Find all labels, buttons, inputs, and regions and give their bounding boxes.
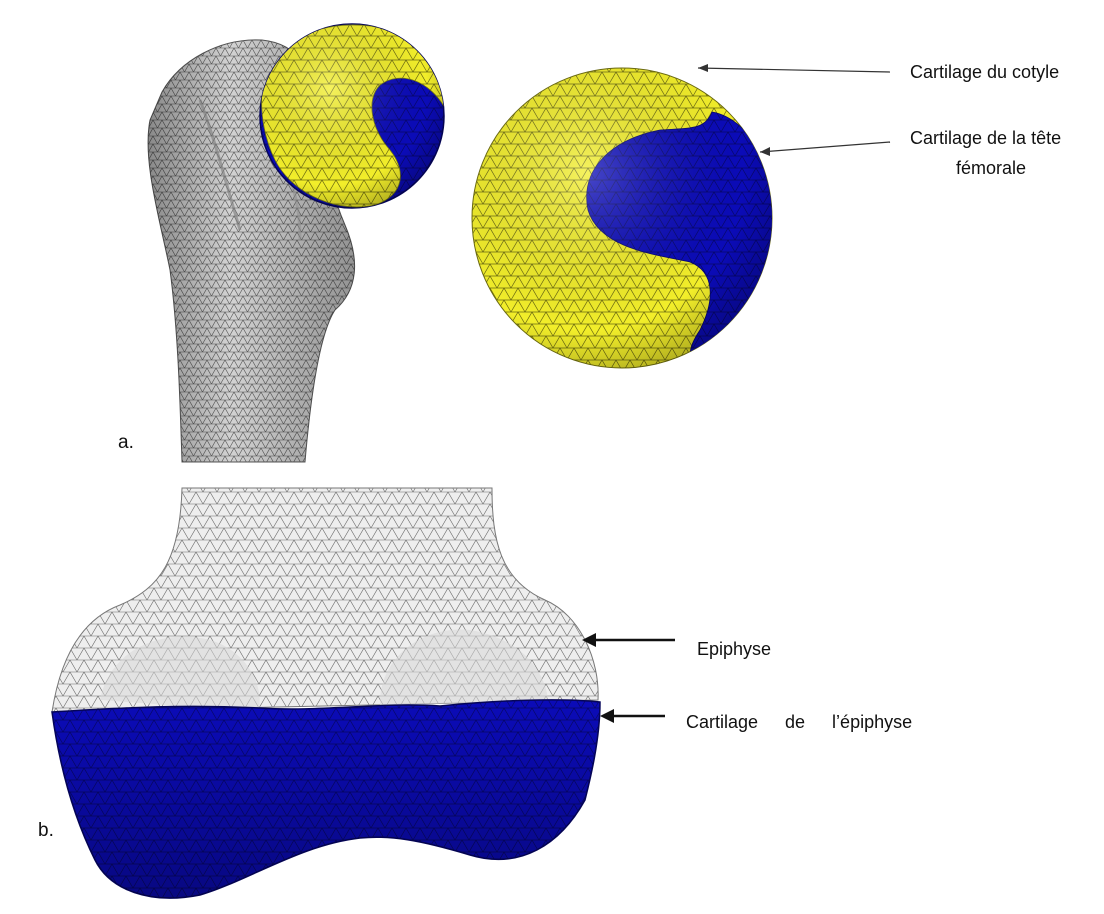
head-leader-line [760,142,890,152]
label-cartilage-epiphyse: Cartilage de l’épiphyse [686,710,912,734]
panel-b-letter: b. [38,820,54,842]
cotyle-arrowhead [698,64,708,72]
label-cartilage-cotyle: Cartilage du cotyle [910,60,1059,84]
head-arrowhead [760,147,770,156]
distal-femur [52,488,600,898]
label-cartilage-head-line2: fémorale [956,156,1026,180]
label-epiphyse: Epiphyse [697,637,771,661]
cotyle-leader-line [698,68,890,72]
cartilage-epiphyse-arrowhead [600,709,614,723]
acetabulum-sphere [472,68,780,368]
label-cartilage-head-line1: Cartilage de la tête [910,126,1061,150]
panel-a-letter: a. [118,432,134,454]
femoral-head-cartilage [260,24,446,208]
